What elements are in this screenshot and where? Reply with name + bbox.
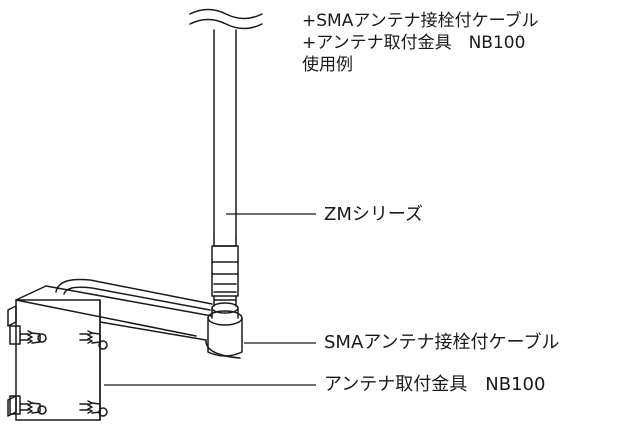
label-sma-cable: SMAアンテナ接栓付ケーブル xyxy=(324,332,560,353)
bracket-plate xyxy=(15,299,101,421)
bracket-arm xyxy=(15,278,241,359)
label-antenna-series: ZMシリーズ xyxy=(324,204,423,225)
caption-line-usage-example: 使用例 xyxy=(302,55,353,75)
sma-connector xyxy=(207,302,243,357)
caption-line-cable: +SMAアンテナ接栓付ケーブル xyxy=(302,11,539,31)
antenna-base-section xyxy=(211,245,239,307)
caption-line-bracket: +アンテナ取付金具 NB100 xyxy=(302,33,526,53)
label-mount-bracket: アンテナ取付金具 NB100 xyxy=(324,374,546,395)
u-bolt-studs xyxy=(7,305,108,417)
antenna-break-mark xyxy=(189,8,263,30)
diagram-caption: +SMAアンテナ接栓付ケーブル +アンテナ取付金具 NB100 使用例 xyxy=(302,10,539,76)
